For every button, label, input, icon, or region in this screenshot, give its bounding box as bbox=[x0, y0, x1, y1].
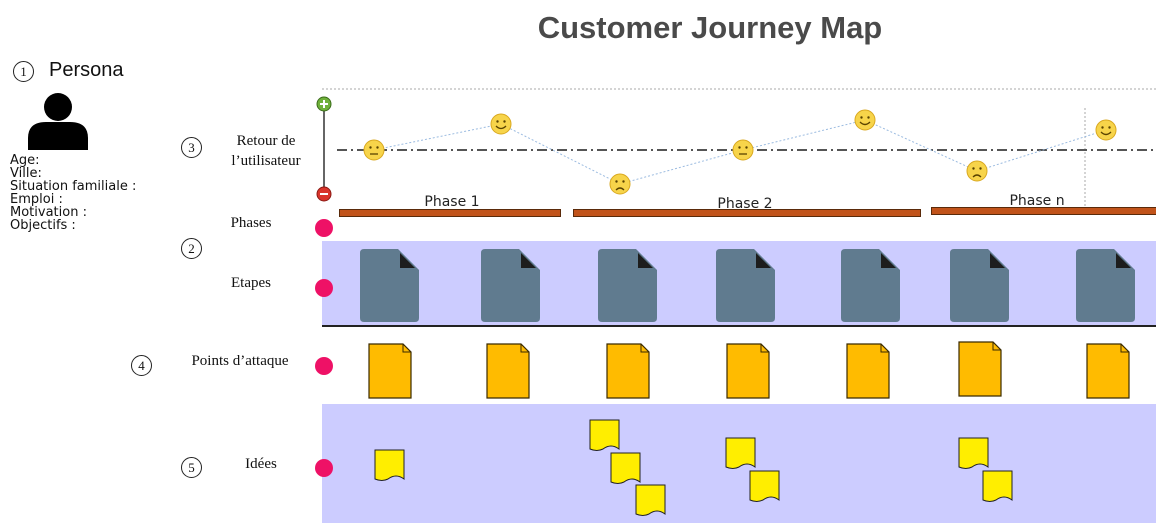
phase-label-n: Phase n bbox=[1009, 193, 1065, 209]
steps-label: Etapes bbox=[231, 275, 271, 291]
persona-field-goals: Objectifs : bbox=[10, 218, 76, 233]
feedback-number-badge: 3 bbox=[181, 137, 202, 158]
steps-band-divider bbox=[322, 325, 1156, 327]
smiley-icon bbox=[490, 113, 512, 135]
feedback-chart bbox=[316, 88, 1156, 212]
smiley-icon bbox=[854, 109, 876, 131]
document-icon bbox=[481, 249, 540, 322]
sticky-note-icon bbox=[610, 452, 641, 484]
sticky-note-icon bbox=[635, 484, 666, 516]
sticky-note-icon bbox=[982, 470, 1013, 502]
sticky-note-icon bbox=[958, 437, 989, 469]
persona-field-family: Situation familiale : bbox=[10, 179, 137, 194]
document-icon bbox=[950, 249, 1009, 322]
sticky-note-icon bbox=[606, 343, 650, 399]
phases-dot bbox=[315, 219, 333, 237]
smiley-icon bbox=[363, 139, 385, 161]
sticky-note-icon bbox=[486, 343, 530, 399]
document-icon bbox=[1076, 249, 1135, 322]
sticky-note-icon bbox=[749, 470, 780, 502]
persona-field-age: Age: bbox=[10, 153, 40, 168]
persona-fields: Age: Ville: Situation familiale : Emploi… bbox=[10, 154, 136, 232]
page-title: Customer Journey Map bbox=[537, 10, 883, 45]
document-icon bbox=[716, 249, 775, 322]
sticky-note-icon bbox=[589, 419, 620, 451]
plus-icon bbox=[316, 96, 332, 112]
sticky-note-icon bbox=[958, 341, 1002, 397]
phase-label-1: Phase 1 bbox=[424, 194, 480, 210]
sticky-note-icon bbox=[725, 437, 756, 469]
feedback-label-line1: Retour de bbox=[236, 133, 296, 149]
phase-bar-n bbox=[931, 207, 1156, 215]
smiley-icon bbox=[732, 139, 754, 161]
phases-number-badge: 2 bbox=[181, 238, 202, 259]
document-icon bbox=[360, 249, 419, 322]
smiley-icon bbox=[966, 160, 988, 182]
persona-number-badge: 1 bbox=[13, 61, 34, 82]
persona-field-city: Ville: bbox=[10, 166, 42, 181]
phase-bar-1 bbox=[339, 209, 561, 217]
minus-icon bbox=[316, 186, 332, 202]
persona-title: Persona bbox=[49, 59, 124, 81]
sticky-note-icon bbox=[846, 343, 890, 399]
ideas-number-badge: 5 bbox=[181, 457, 202, 478]
sticky-note-icon bbox=[1086, 343, 1130, 399]
person-icon bbox=[28, 93, 88, 150]
touchpoints-number-badge: 4 bbox=[131, 355, 152, 376]
phase-label-2: Phase 2 bbox=[717, 196, 773, 212]
phase-bar-2 bbox=[573, 209, 921, 217]
persona-field-job: Emploi : bbox=[10, 192, 63, 207]
document-icon bbox=[841, 249, 900, 322]
feedback-label-line2: l’utilisateur bbox=[231, 153, 301, 169]
sticky-note-icon bbox=[368, 343, 412, 399]
steps-dot bbox=[315, 279, 333, 297]
smiley-icon bbox=[609, 173, 631, 195]
feedback-label: Retour de l’utilisateur bbox=[214, 131, 318, 171]
phases-label: Phases bbox=[230, 215, 272, 231]
ideas-dot bbox=[315, 459, 333, 477]
smiley-icon bbox=[1095, 119, 1117, 141]
persona-field-motivation: Motivation : bbox=[10, 205, 87, 220]
touchpoints-dot bbox=[315, 357, 333, 375]
sticky-note-icon bbox=[726, 343, 770, 399]
sticky-note-icon bbox=[374, 449, 405, 481]
touchpoints-label: Points d’attaque bbox=[191, 353, 289, 369]
ideas-label: Idées bbox=[245, 456, 277, 472]
document-icon bbox=[598, 249, 657, 322]
